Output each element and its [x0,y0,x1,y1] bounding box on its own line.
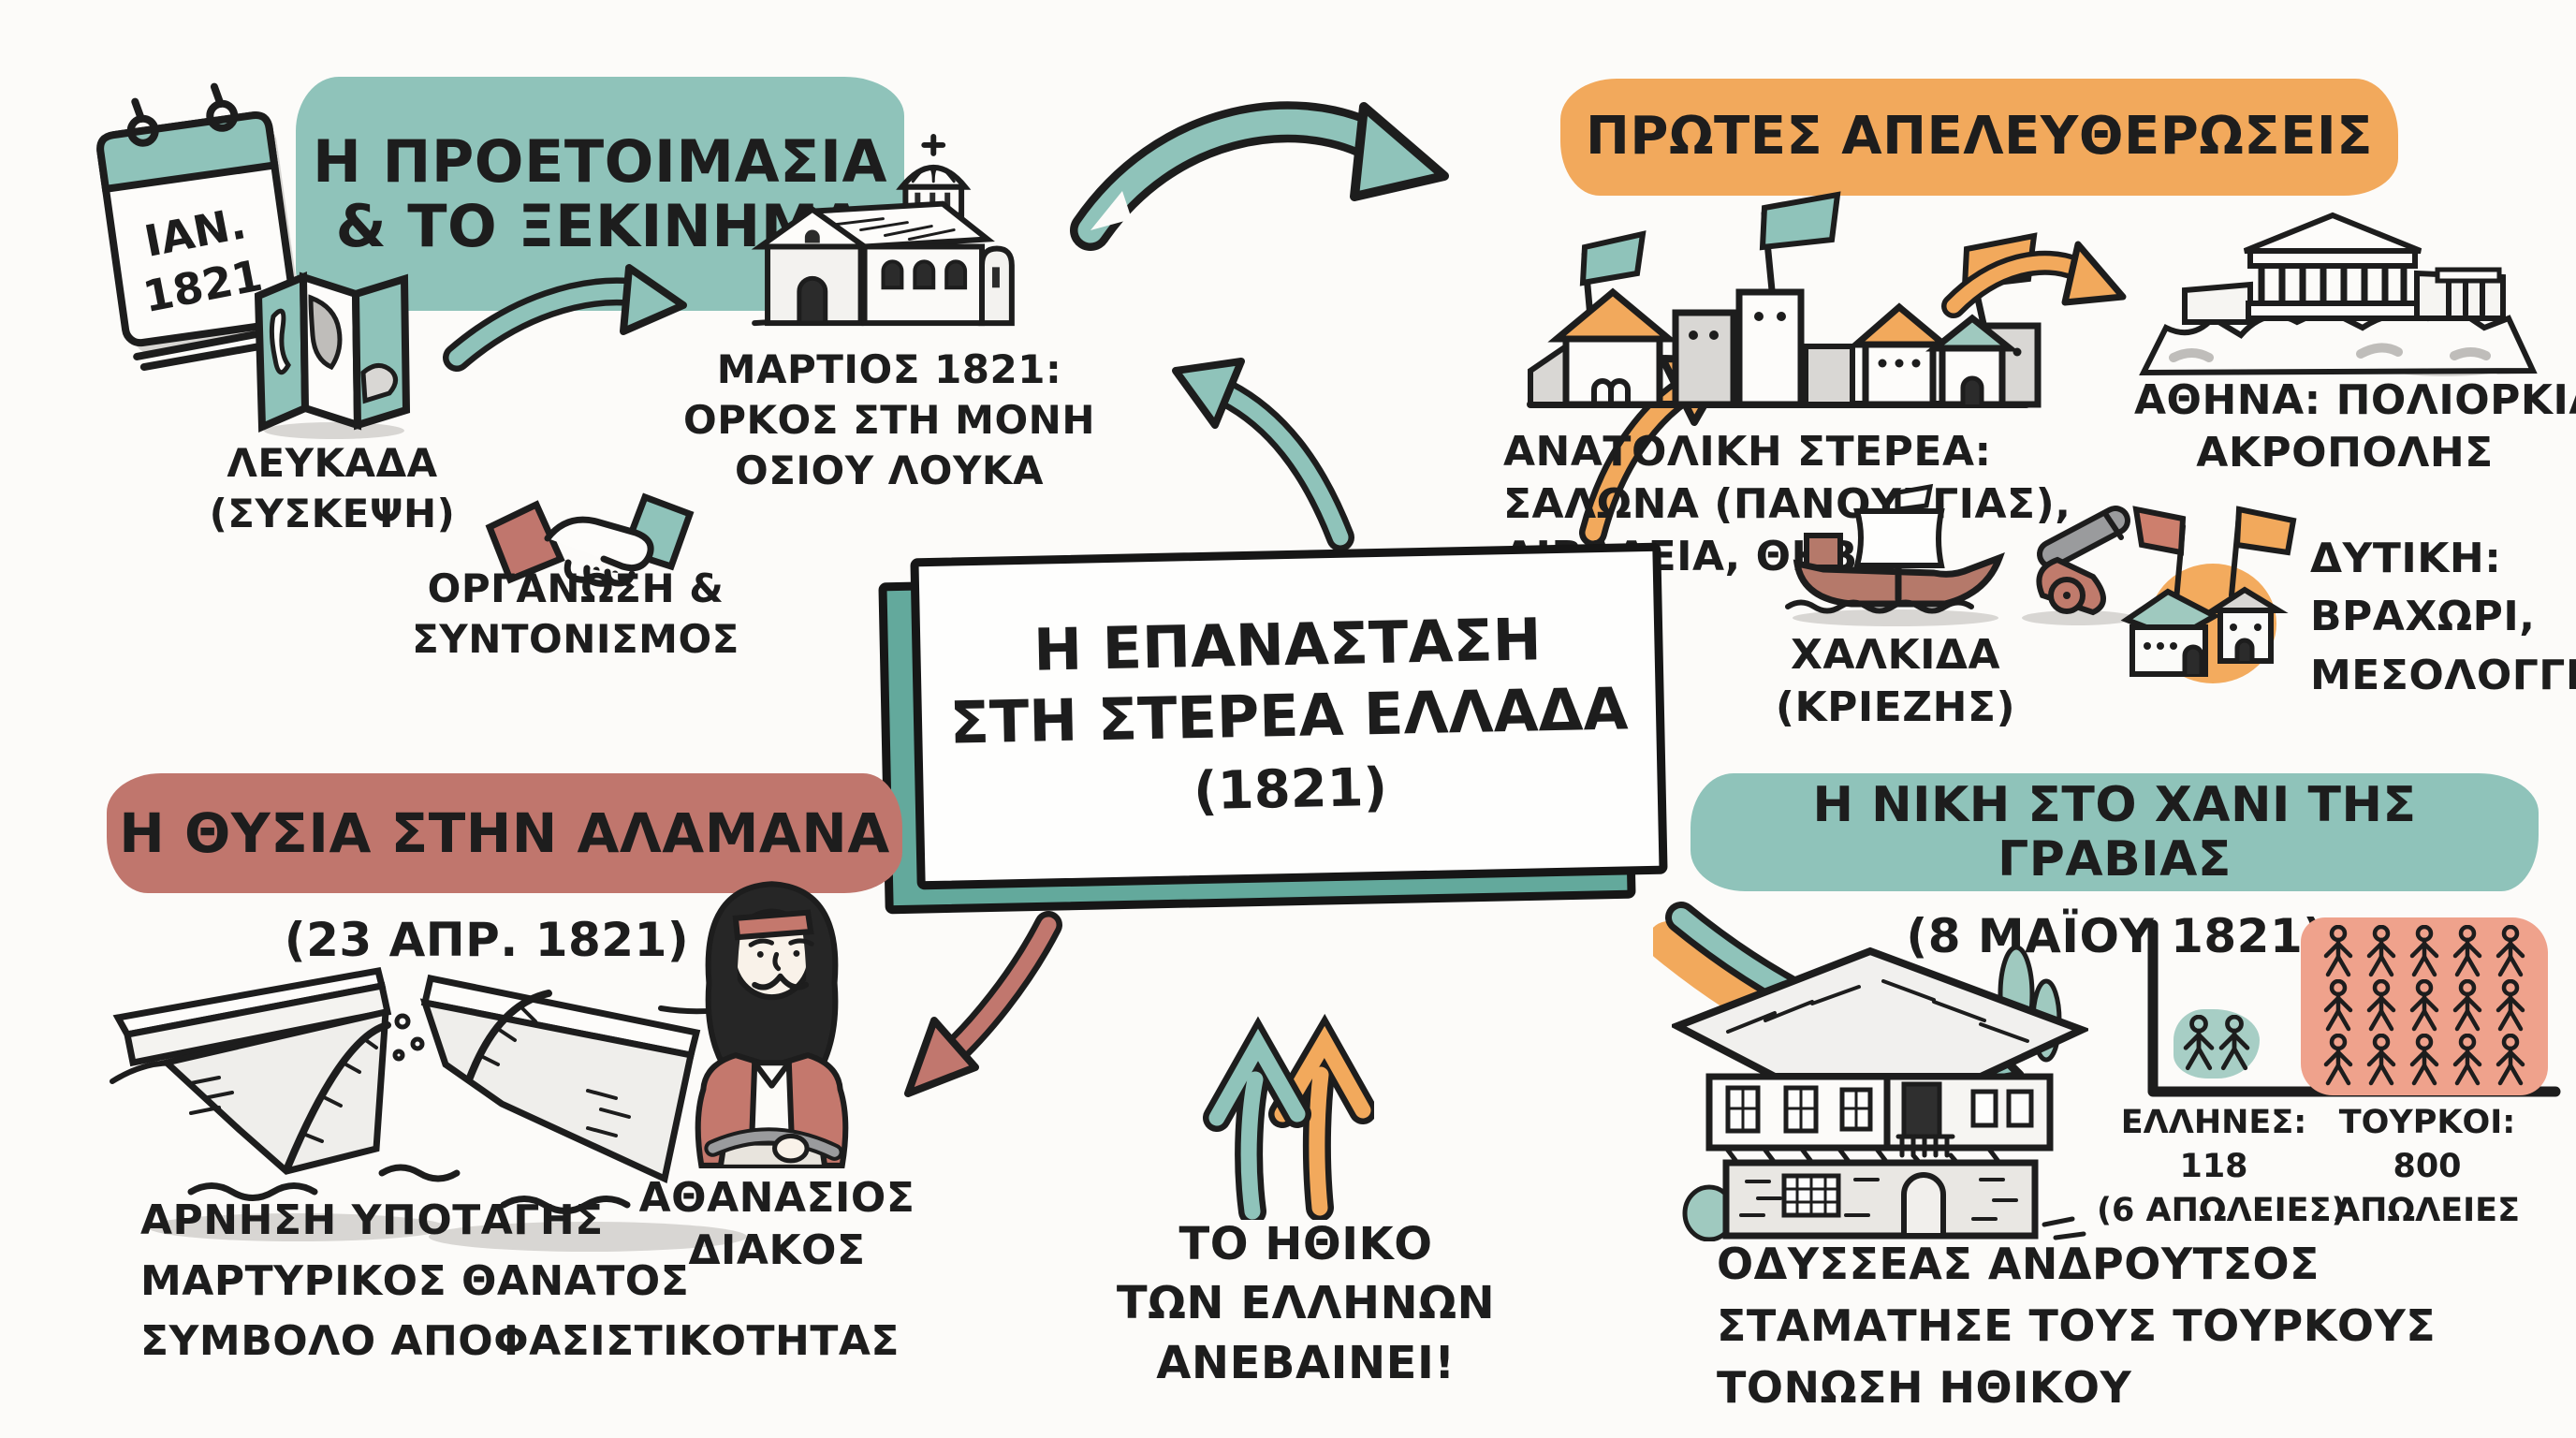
person-icon [2217,1015,2252,1073]
turks-label: ΤΟΥΡΚΟΙ: [2338,1104,2516,1141]
lefkada-label: ΛΕΥΚΑΔΑ (ΣΥΣΚΕΨΗ) [168,438,496,539]
person-icon [2360,979,2403,1034]
person-icon [2317,979,2360,1034]
oath-line2: ΟΡΚΟΣ ΣΤΗ ΜΟΝΗ [683,396,1095,443]
athens-line2: ΑΚΡΟΠΟΛΗΣ [2196,429,2494,477]
diakos-figure-icon [646,869,899,1171]
morale-line1: ΤΟ ΗΘΙΚΟ [1178,1218,1433,1270]
alamana-date: (23 ΑΠΡ. 1821) [215,910,758,970]
turks-caption: ΤΟΥΡΚΟΙ: 800 ΑΠΩΛΕΙΕΣ [2310,1101,2544,1233]
greeks-caption: ΕΛΛΗΝΕΣ: 118 (6 ΑΠΩΛΕΙΕΣ) [2097,1101,2347,1233]
pictogram-turks [2301,917,2548,1095]
lefkada-line1: ΛΕΥΚΑΔΑ [227,440,438,486]
gravia-date-text: (8 ΜΑΪΟΥ 1821) [1906,909,2325,963]
gravia-date: (8 ΜΑΪΟΥ 1821) [1863,906,2368,966]
gravia-title: Η ΝΙΚΗ ΣΤΟ ΧΑΝΙ ΤΗΣ ΓΡΑΒΙΑΣ [1690,773,2539,891]
acropolis-icon [2136,180,2539,378]
gravia-line2: ΣΤΑΜΑΤΗΣΕ ΤΟΥΣ ΤΟΥΡΚΟΥΣ [1717,1299,2437,1351]
lefkada-line2: (ΣΥΣΚΕΨΗ) [209,490,456,536]
gravia-inn-icon [1668,934,2092,1242]
morale-line2: ΤΩΝ ΕΛΛΗΝΩΝ [1116,1277,1496,1330]
center-title-line1: Η ΕΠΑΝΑΣΤΑΣΗ [1032,605,1543,684]
oath-line3: ΟΣΙΟΥ ΛΟΥΚΑ [735,447,1044,493]
east-line1: ΑΝΑΤΟΛΙΚΗ ΣΤΕΡΕΑ: [1503,428,1992,476]
arrow-east-to-athens-icon [1939,239,2131,328]
gravia-title-text: Η ΝΙΚΗ ΣΤΟ ΧΑΝΙ ΤΗΣ ΓΡΑΒΙΑΣ [1812,776,2417,888]
person-icon [2446,1034,2489,1088]
alamana-line2: ΜΑΡΤΥΡΙΚΟΣ ΘΑΝΑΤΟΣ [140,1256,690,1305]
person-icon [2360,925,2403,979]
alamana-title-text: Η ΘΥΣΙΑ ΣΤΗΝ ΑΛΑΜΑΝΑ [119,800,890,865]
person-icon [2489,925,2532,979]
west-label: ΔΥΤΙΚΗ: ΒΡΑΧΩΡΙ, ΜΕΣΟΛΟΓΓΙ [2310,530,2576,705]
arrow-box-to-diakos-icon [887,906,1075,1114]
alamana-notes: ΑΡΝΗΣΗ ΥΠΟΤΑΓΗΣ ΜΑΡΤΥΡΙΚΟΣ ΘΑΝΑΤΟΣ ΣΥΜΒΟ… [140,1191,900,1372]
organization-line2: ΣΥΝΤΟΝΙΣΜΟΣ [412,615,739,662]
person-icon [2403,1034,2446,1088]
church-icon [739,133,1020,344]
losses-chart: ΕΛΛΗΝΕΣ: 118 (6 ΑΠΩΛΕΙΕΣ) ΤΟΥΡΚΟΙ: 800 Α… [2097,917,2574,1255]
person-icon [2489,1034,2532,1088]
person-icon [2317,1034,2360,1088]
gravia-notes: ΟΔΥΣΣΕΑΣ ΑΝΔΡΟΥΤΣΟΣ ΣΤΑΜΑΤΗΣΕ ΤΟΥΣ ΤΟΥΡΚ… [1717,1234,2522,1418]
greeks-value: 118 [2179,1147,2248,1185]
east-line2: ΣΑΛΩΝΑ (ΠΑΝΟΥΡΓΙΑΣ), [1503,479,2071,528]
broken-bridge-icon [101,950,770,1259]
center-title-line2: ΣΤΗ ΣΤΕΡΕΑ ΕΛΛΑΔΑ [948,674,1630,757]
chalkida-line1: ΧΑΛΚΙΔΑ [1790,631,2001,679]
alamana-date-text: (23 ΑΠΡ. 1821) [284,913,690,967]
pictogram-greeks [2174,1009,2260,1078]
greeks-label: ΕΛΛΗΝΕΣ: [2120,1104,2307,1141]
morale-arrow-icon [1178,934,1377,1225]
liberations-title-text: ΠΡΩΤΕΣ ΑΠΕΛΕΥΘΕΡΩΣΕΙΣ [1586,106,2373,168]
person-icon [2360,1034,2403,1088]
turks-note: ΑΠΩΛΕΙΕΣ [2334,1191,2520,1229]
center-title-line3: (1821) [1193,757,1388,823]
west-line3: ΜΕΣΟΛΟΓΓΙ [2310,651,2576,699]
gravia-line1: ΟΔΥΣΣΕΑΣ ΑΝΔΡΟΥΤΣΟΣ [1717,1239,2320,1289]
person-icon [2403,925,2446,979]
west-houses-icon [2117,506,2300,697]
arrow-map-to-church-icon [438,260,710,377]
preparation-title-line1: Η ΠΡΟΕΤΟΙΜΑΣΙΑ [312,126,887,196]
athens-line1: ΑΘΗΝΑ: ΠΟΛΙΟΡΚΙΑ [2134,376,2576,424]
person-icon [2446,979,2489,1034]
athens-label: ΑΘΗΝΑ: ΠΟΛΙΟΡΚΙΑ ΑΚΡΟΠΟΛΗΣ [2134,374,2576,480]
chalkida-line2: (ΚΡΙΕΖΗΣ) [1775,683,2016,732]
greeks-note: (6 ΑΠΩΛΕΙΕΣ) [2097,1191,2347,1229]
handshake-icon [482,473,697,613]
person-icon [2317,925,2360,979]
turks-value: 800 [2393,1147,2462,1185]
person-icon [2181,1015,2217,1073]
alamana-title: Η ΘΥΣΙΑ ΣΤΗΝ ΑΛΑΜΑΝΑ [107,773,902,893]
chalkida-label: ΧΑΛΚΙΔΑ (ΚΡΙΕΖΗΣ) [1755,629,2036,735]
organization-line1: ΟΡΓΑΝΩΣΗ & [427,565,724,611]
arrow-box-to-oath-icon [1144,339,1368,554]
morale-line3: ΑΝΕΒΑΙΝΕΙ! [1156,1336,1456,1389]
west-line2: ΒΡΑΧΩΡΙ, [2310,593,2536,641]
oath-line1: ΜΑΡΤΙΟΣ 1821: [716,346,1062,392]
morale-label: ΤΟ ΗΘΙΚΟ ΤΩΝ ΕΛΛΗΝΩΝ ΑΝΕΒΑΙΝΕΙ! [1086,1215,1526,1393]
diakos-label: ΑΘΑΝΑΣΙΟΣ ΔΙΑΚΟΣ [618,1172,936,1278]
diakos-line1: ΑΘΑΝΑΣΙΟΣ [638,1174,915,1222]
person-icon [2446,925,2489,979]
liberations-title: ΠΡΩΤΕΣ ΑΠΕΛΕΥΘΕΡΩΣΕΙΣ [1560,79,2398,196]
center-topic-box: Η ΕΠΑΝΑΣΤΑΣΗ ΣΤΗ ΣΤΕΡΕΑ ΕΛΛΑΔΑ (1821) [910,542,1668,890]
diakos-line2: ΔΙΑΚΟΣ [688,1226,866,1275]
west-line1: ΔΥΤΙΚΗ: [2310,535,2502,582]
person-icon [2489,979,2532,1034]
alamana-line1: ΑΡΝΗΣΗ ΥΠΟΤΑΓΗΣ [140,1196,604,1244]
oath-label: ΜΑΡΤΙΟΣ 1821: ΟΡΚΟΣ ΣΤΗ ΜΟΝΗ ΟΣΙΟΥ ΛΟΥΚΑ [683,345,1095,495]
organization-label: ΟΡΓΑΝΩΣΗ & ΣΥΝΤΟΝΙΣΜΟΣ [412,564,739,665]
arrow-center-to-liberations-icon [1062,82,1465,265]
ship-icon [1769,479,2144,629]
alamana-line3: ΣΥΜΒΟΛΟ ΑΠΟΦΑΣΙΣΤΙΚΟΤΗΤΑΣ [140,1317,900,1366]
map-icon [245,260,418,443]
person-icon [2403,979,2446,1034]
gravia-line3: ΤΟΝΩΣΗ ΗΘΙΚΟΥ [1717,1361,2132,1413]
